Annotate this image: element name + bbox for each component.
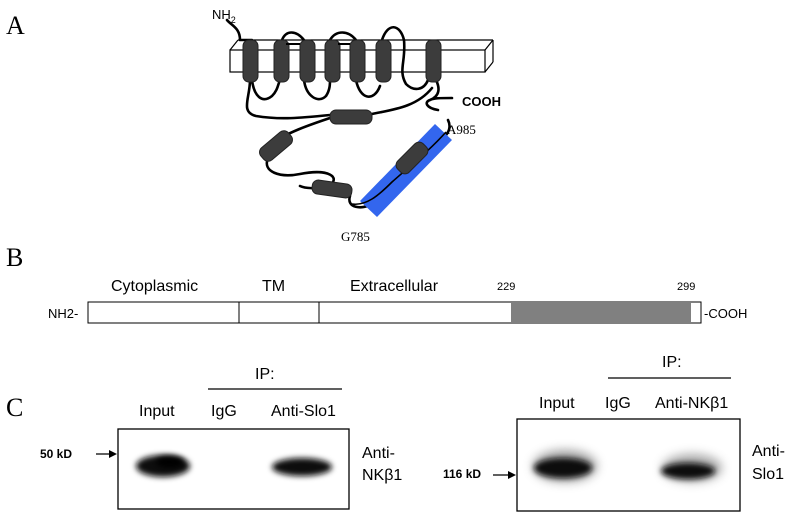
panel-b: B NH2- -COOH Cytoplasmic TM Extracellula…	[6, 243, 747, 324]
position-end-label: 299	[677, 281, 695, 293]
highlight-chain	[351, 131, 447, 206]
panel-c: C IP: Input IgG Anti-Slo1 50 kD Anti- NK…	[6, 354, 785, 512]
helix-s3	[324, 39, 341, 83]
helix-s5	[375, 39, 392, 83]
cytoplasmic-helices	[259, 109, 429, 199]
region-label-cytoplasmic: Cytoplasmic	[111, 278, 198, 295]
nh2-label: NH2	[212, 7, 236, 25]
helix-s4	[349, 39, 366, 83]
band-left-ip	[272, 458, 332, 476]
marker-arrowhead-left	[109, 450, 117, 458]
antibody-right-line2: Slo1	[752, 466, 784, 483]
marker-right: 116 kD	[443, 467, 481, 481]
antibody-left-line2: NKβ1	[362, 467, 402, 484]
lane-label-left-2: Anti-Slo1	[271, 403, 336, 420]
lane-label-left-0: Input	[139, 403, 175, 420]
panel-b-label: B	[6, 243, 23, 272]
lane-label-right-0: Input	[539, 395, 575, 412]
helix-c3	[311, 179, 353, 199]
cooh-label: COOH	[462, 94, 501, 109]
blot-left: IP: Input IgG Anti-Slo1 50 kD Anti- NKβ1	[40, 366, 402, 510]
helix-c1	[329, 109, 373, 125]
band-right-ip	[661, 463, 715, 479]
lane-label-right-2: Anti-NKβ1	[655, 395, 728, 412]
region-label-tm: TM	[262, 278, 285, 295]
helix-c4	[395, 141, 429, 175]
panel-a-label: A	[6, 11, 25, 40]
lane-label-left-1: IgG	[211, 403, 237, 420]
position-start-label: 229	[497, 281, 515, 293]
band-right-input	[534, 458, 592, 478]
lane-label-right-1: IgG	[605, 395, 631, 412]
antibody-right-line1: Anti-	[752, 443, 785, 460]
highlight-region-b	[511, 302, 691, 323]
helix-s2	[299, 39, 316, 83]
blot-right: IP: Input IgG Anti-NKβ1 116 kD Anti- Slo…	[443, 354, 785, 512]
band-left-input-core	[156, 456, 184, 468]
g785-label: G785	[341, 229, 370, 244]
n-terminus-label: NH2-	[48, 306, 78, 321]
c-terminus-label: -COOH	[704, 306, 747, 321]
tm-helices	[242, 39, 442, 83]
ip-label-right: IP:	[662, 354, 682, 371]
panel-c-label: C	[6, 393, 23, 422]
a985-label: A985	[447, 122, 476, 137]
marker-arrowhead-right	[508, 471, 516, 479]
helix-s1	[273, 39, 290, 83]
panel-a: A NH2	[6, 7, 501, 244]
ip-label-left: IP:	[255, 366, 275, 383]
helix-c2	[259, 130, 293, 162]
region-label-extracellular: Extracellular	[350, 278, 439, 295]
marker-left: 50 kD	[40, 447, 72, 461]
helix-s0	[242, 39, 259, 83]
antibody-left-line1: Anti-	[362, 445, 395, 462]
helix-s6	[425, 39, 442, 83]
